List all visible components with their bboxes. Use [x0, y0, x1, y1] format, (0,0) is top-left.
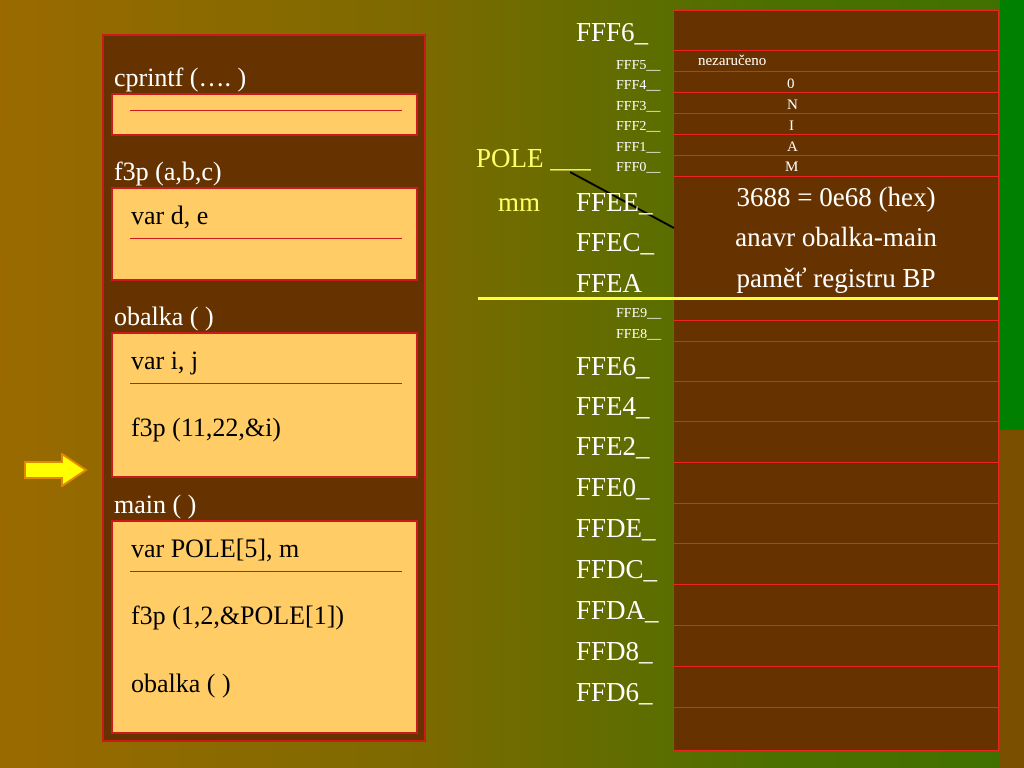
row-divider [674, 543, 998, 544]
address-label: FFD8_ [576, 636, 653, 666]
address-label-small: FFF5__ [616, 58, 661, 73]
row-divider [674, 134, 998, 135]
row-divider [674, 503, 998, 504]
brown-corner [1000, 430, 1024, 768]
row-divider [674, 71, 998, 72]
row-divider [674, 421, 998, 422]
memory-stack-table [673, 10, 999, 751]
address-label: FFE4_ [576, 391, 650, 421]
f3p-var-line: var d, e [131, 201, 209, 230]
cell-char: A [787, 139, 798, 155]
address-label-small: FFF4__ [616, 78, 661, 93]
row-divider [674, 176, 998, 177]
cell-char: N [787, 97, 798, 113]
address-label: FFDC_ [576, 554, 658, 584]
cell-value-3688: 3688 = 0e68 (hex) [736, 182, 936, 212]
address-label-small: FFF2__ [616, 119, 661, 134]
address-label-small: FFE9__ [616, 306, 662, 321]
address-label: FFF6_ [576, 17, 649, 47]
obalka-box [111, 332, 418, 478]
f3p-box [111, 187, 418, 281]
green-side-bar [1000, 0, 1024, 430]
main-header: main ( ) [114, 490, 197, 519]
mm-label: mm [498, 187, 541, 217]
f3p-header: f3p (a,b,c) [114, 157, 222, 186]
address-label: FFEC_ [576, 227, 655, 257]
address-label: FFEA [576, 268, 643, 298]
pole-label: POLE ___ [476, 143, 591, 173]
pointer-line [570, 171, 675, 229]
main-divider [130, 571, 402, 572]
address-label: FFE0_ [576, 472, 650, 502]
f3p-divider [130, 238, 402, 239]
row-divider [674, 625, 998, 626]
address-label-small: FFF1__ [616, 140, 661, 155]
cell-return-address: anavr obalka-main [735, 222, 937, 252]
row-divider [674, 381, 998, 382]
current-call-arrow-icon [24, 453, 88, 487]
main-box [111, 520, 418, 734]
row-divider [674, 666, 998, 667]
obalka-call-line: f3p (11,22,&i) [131, 413, 281, 442]
cell-nezaruceno: nezaručeno [698, 53, 767, 69]
main-call-obalka-line: obalka ( ) [131, 669, 231, 698]
obalka-divider [130, 383, 402, 384]
address-label: FFDA_ [576, 595, 659, 625]
cell-bp-register: paměť registru BP [736, 263, 936, 293]
row-divider [674, 462, 998, 463]
cell-char: M [785, 159, 799, 175]
row-divider [674, 113, 998, 114]
cprintf-header: cprintf (…. ) [114, 63, 247, 92]
address-label: FFDE_ [576, 513, 656, 543]
obalka-header: obalka ( ) [114, 302, 214, 331]
row-divider [674, 341, 998, 342]
stack-pointer-marker [478, 297, 998, 300]
main-call-f3p-line: f3p (1,2,&POLE[1]) [131, 601, 345, 630]
address-label-small: FFF3__ [616, 99, 661, 114]
row-divider [674, 584, 998, 585]
row-divider [674, 92, 998, 93]
address-label: FFEE_ [576, 187, 653, 217]
row-divider [674, 155, 998, 156]
cell-char: 0 [787, 76, 795, 92]
cprintf-divider [130, 110, 402, 111]
obalka-var-line: var i, j [131, 346, 199, 375]
address-label-small: FFE8__ [616, 327, 662, 342]
address-label-small: FFF0__ [616, 160, 661, 175]
main-var-line: var POLE[5], m [131, 534, 300, 563]
row-divider [674, 50, 998, 51]
address-label: FFE2_ [576, 431, 650, 461]
address-label: FFE6_ [576, 351, 650, 381]
cprintf-box [111, 93, 418, 136]
cell-char: I [789, 118, 794, 134]
row-divider [674, 707, 998, 708]
address-label: FFD6_ [576, 677, 653, 707]
row-divider [674, 320, 998, 321]
